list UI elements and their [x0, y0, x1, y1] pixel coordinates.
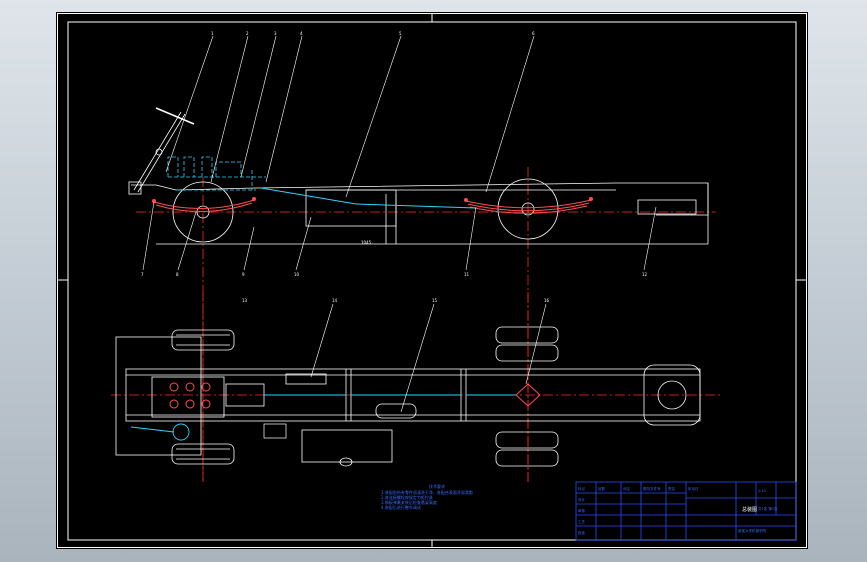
svg-text:15: 15 — [432, 298, 438, 303]
front-leaf-spring — [153, 199, 255, 212]
title-block-row: 设计 — [578, 497, 586, 502]
leader-lines-bottom — [142, 201, 657, 271]
note-line: 4.装配后进行整车调试 — [381, 504, 421, 510]
spring-shackles — [152, 197, 593, 203]
svg-text:6: 6 — [532, 31, 535, 36]
balloon-labels-plan: 13 14 15 16 — [242, 298, 550, 303]
front-wheel-side — [172, 181, 234, 243]
title-block-row: 批准 — [578, 530, 586, 535]
svg-text:10: 10 — [294, 272, 300, 277]
svg-text:1: 1 — [211, 31, 214, 36]
revision-header: 分区 — [623, 486, 631, 491]
title-block-grid — [575, 481, 797, 541]
spare-wheel-plan — [643, 364, 701, 426]
note-line: 2.各连接螺栓按规定力矩拧紧 — [381, 494, 433, 500]
svg-text:5: 5 — [399, 31, 402, 36]
scale-label: 1:10 — [758, 489, 766, 493]
revision-header: 年月日 — [688, 486, 699, 491]
note-line: 1.装配前所有零件须清洗干净，各配合表面涂润滑脂 — [381, 489, 473, 495]
balloon-labels-side-bottom: 7 8 9 10 11 12 — [141, 272, 648, 277]
svg-text:13: 13 — [242, 298, 248, 303]
svg-text:16: 16 — [544, 298, 550, 303]
svg-text:11: 11 — [464, 272, 470, 277]
svg-text:2: 2 — [246, 31, 249, 36]
svg-text:8: 8 — [176, 272, 179, 277]
balloon-labels-top: 1 2 3 4 5 6 — [211, 31, 535, 36]
rear-wheels-plan — [495, 326, 559, 467]
notes-title: 技术要求 — [429, 483, 445, 489]
revision-header: 标记 — [578, 486, 586, 491]
fuel-tank-plan — [301, 403, 417, 467]
svg-text:9: 9 — [242, 272, 245, 277]
leader-lines-top — [165, 35, 535, 198]
revision-header: 处数 — [598, 486, 606, 491]
centering-marks — [57, 13, 807, 548]
rear-leaf-spring — [465, 199, 592, 214]
svg-text:3: 3 — [274, 31, 277, 36]
school-name: 某某大学机械学院 — [738, 528, 766, 533]
svg-text:4: 4 — [300, 31, 303, 36]
svg-text:12: 12 — [642, 272, 648, 277]
svg-text:14: 14 — [332, 298, 338, 303]
front-wheels-plan — [171, 329, 235, 465]
plan-view[interactable] — [111, 292, 721, 482]
revision-header: 签名 — [668, 486, 675, 491]
cad-drawing-sheet[interactable]: 1045 1 2 3 4 5 6 7 8 9 10 11 12 — [56, 12, 808, 549]
note-line: 3.钢板弹簧安装后检查悬架高度 — [381, 499, 437, 505]
rear-differential — [515, 383, 541, 407]
drawing-name: 总装图 — [742, 506, 757, 513]
title-block[interactable]: 标记 处数 分区 更改文件号 签名 年月日 设计 审核 工艺 批准 1:10 共… — [575, 481, 797, 541]
steering-column — [128, 107, 195, 195]
sheet-background — [56, 12, 808, 549]
leader-lines-plan — [310, 303, 547, 413]
title-block-row: 工艺 — [578, 519, 586, 524]
engine-block — [151, 373, 327, 418]
technical-notes: 技术要求 1.装配前所有零件须清洗干净，各配合表面涂润滑脂 2.各连接螺栓按规定… — [381, 483, 473, 510]
revision-header: 更改文件号 — [643, 486, 661, 491]
battery-plan — [263, 423, 287, 439]
sheet-label: 共1张 第1张 — [758, 506, 778, 511]
frame-rail-side — [131, 182, 709, 245]
svg-text:7: 7 — [141, 272, 144, 277]
drive-shaft-side — [260, 187, 477, 209]
title-block-row: 审核 — [578, 508, 586, 513]
center-mark: 1045 — [361, 240, 372, 245]
spare-wheel-box — [637, 199, 697, 215]
steering-gear-plan — [130, 423, 190, 441]
cab-outline — [167, 156, 266, 191]
